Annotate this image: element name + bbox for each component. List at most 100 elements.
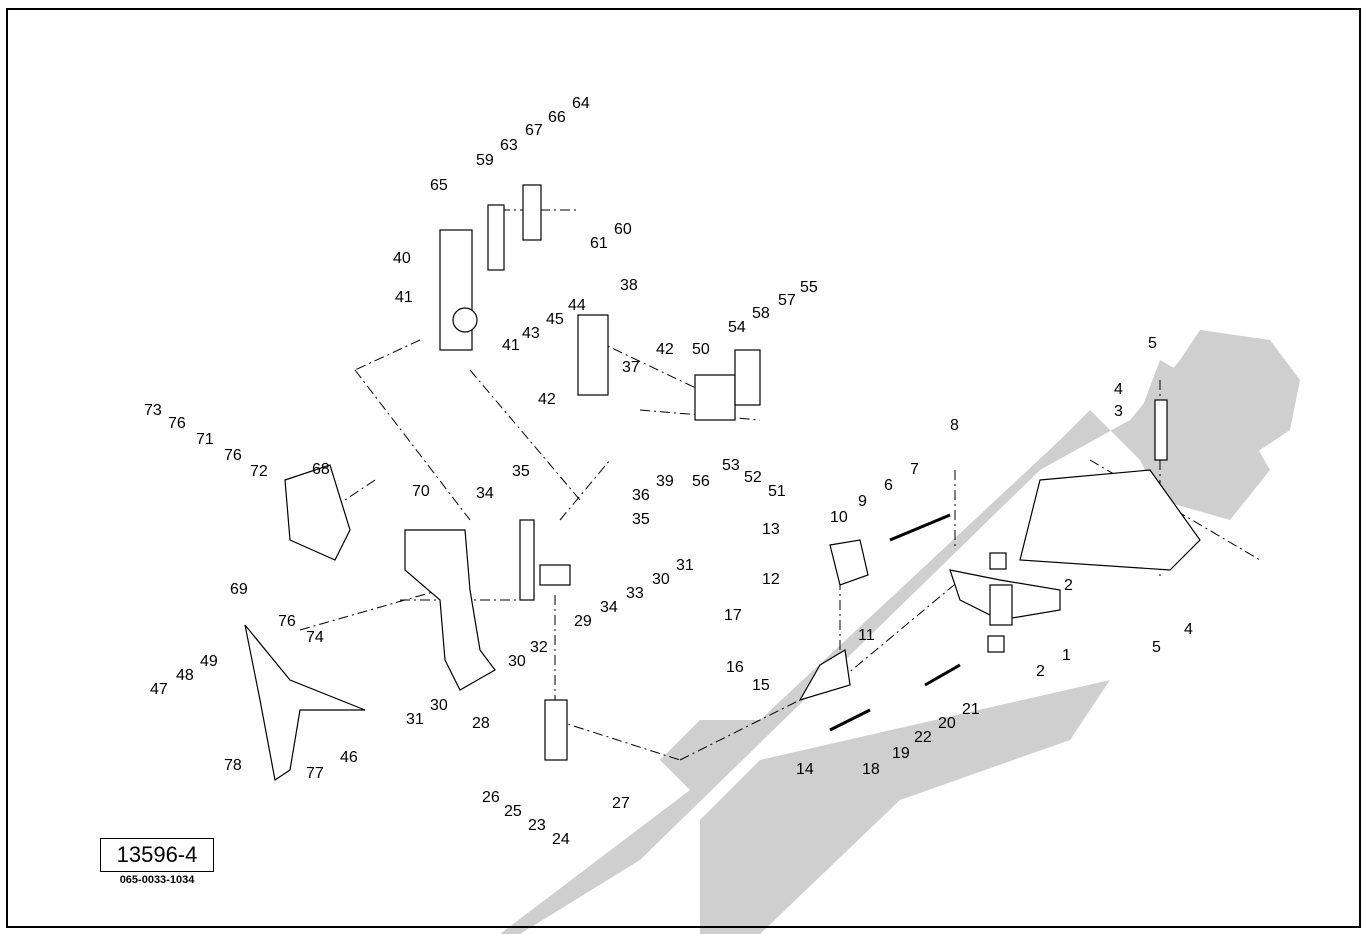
part-label: 33 <box>626 585 644 602</box>
part-label: 4 <box>1184 621 1193 638</box>
part-label: 52 <box>744 469 762 486</box>
part-label: 31 <box>406 711 424 728</box>
part-label: 17 <box>724 607 742 624</box>
part-label: 9 <box>858 493 867 510</box>
part-label: 31 <box>676 557 694 574</box>
part-label: 76 <box>168 415 186 432</box>
part-label: 48 <box>176 667 194 684</box>
part-label: 39 <box>656 473 674 490</box>
part-label: 38 <box>620 277 638 294</box>
part-label: 41 <box>395 289 413 306</box>
part-label: 32 <box>530 639 548 656</box>
part-label: 44 <box>568 297 586 314</box>
part-label: 49 <box>200 653 218 670</box>
part-label: 69 <box>230 581 248 598</box>
figure-reference-box: 13596-4 <box>100 838 214 872</box>
link-32 <box>519 519 535 601</box>
plate-63 <box>522 184 542 241</box>
part-label: 77 <box>306 765 324 782</box>
part-label: 29 <box>574 613 592 630</box>
part-label: 22 <box>914 729 932 746</box>
part-label: 70 <box>412 483 430 500</box>
diagram-border <box>6 8 1361 928</box>
part-label: 3 <box>1114 403 1123 420</box>
part-label: 23 <box>528 817 546 834</box>
part-label: 34 <box>476 485 494 502</box>
part-label: 72 <box>250 463 268 480</box>
clevis-10 <box>829 539 869 586</box>
bushing-2b <box>987 635 1005 653</box>
part-label: 5 <box>1148 335 1157 352</box>
part-labels: 64 66 67 63 59 65 61 60 40 44 45 43 41 4… <box>144 95 1193 848</box>
part-label: 30 <box>508 653 526 670</box>
part-label: 16 <box>726 659 744 676</box>
figure-reference-code: 065-0033-1034 <box>119 874 195 886</box>
rod-6 <box>889 513 951 542</box>
part-label: 76 <box>224 447 242 464</box>
part-label: 27 <box>612 795 630 812</box>
part-label: 60 <box>614 221 632 238</box>
frame-beam <box>1019 469 1201 571</box>
part-label: 6 <box>884 477 893 494</box>
part-label: 4 <box>1114 381 1123 398</box>
part-label: 21 <box>962 701 980 718</box>
lever-14 <box>798 649 851 702</box>
part-label: 45 <box>546 311 564 328</box>
part-label: 14 <box>796 761 814 778</box>
part-label: 54 <box>728 319 746 336</box>
figure-reference-number: 13596-4 <box>116 842 198 867</box>
part-label: 55 <box>800 279 818 296</box>
part-label: 20 <box>938 715 956 732</box>
part-label: 26 <box>482 789 500 806</box>
part-label: 78 <box>224 757 242 774</box>
part-label: 24 <box>552 831 570 848</box>
part-label: 7 <box>910 461 919 478</box>
part-label: 64 <box>572 95 590 112</box>
part-label: 56 <box>692 473 710 490</box>
bolt-21 <box>924 663 961 687</box>
turnbuckle-29 <box>539 564 571 586</box>
part-label: 63 <box>500 137 518 154</box>
plate-59 <box>487 204 505 271</box>
part-label: 5 <box>1152 639 1161 656</box>
part-label: 51 <box>768 483 786 500</box>
leader-lines <box>299 209 1261 761</box>
part-label: 47 <box>150 681 168 698</box>
part-label: 71 <box>196 431 214 448</box>
part-label: 35 <box>632 511 650 528</box>
part-label: 61 <box>590 235 608 252</box>
part-label: 66 <box>548 109 566 126</box>
part-label: 76 <box>278 613 296 630</box>
part-label: 18 <box>862 761 880 778</box>
part-label: 36 <box>632 487 650 504</box>
bracket-50 <box>694 374 736 421</box>
part-label: 68 <box>312 461 330 478</box>
part-label: 40 <box>393 250 411 267</box>
part-label: 1 <box>1062 647 1071 664</box>
part-label: 50 <box>692 341 710 358</box>
part-label: 2 <box>1036 663 1045 680</box>
part-label: 34 <box>600 599 618 616</box>
part-label: 30 <box>652 571 670 588</box>
part-label: 53 <box>722 457 740 474</box>
part-label: 28 <box>472 715 490 732</box>
part-label: 42 <box>656 341 674 358</box>
part-label: 74 <box>306 629 324 646</box>
part-label: 58 <box>752 305 770 322</box>
part-label: 59 <box>476 152 494 169</box>
part-label: 30 <box>430 697 448 714</box>
part-label: 8 <box>950 417 959 434</box>
part-label: 10 <box>830 509 848 526</box>
bushing-1 <box>989 584 1013 626</box>
part-label: 15 <box>752 677 770 694</box>
plate-38 <box>577 314 609 396</box>
part-label: 67 <box>525 122 543 139</box>
part-label: 46 <box>340 749 358 766</box>
pin-3 <box>1154 399 1168 461</box>
part-label: 43 <box>522 325 540 342</box>
boss-40 <box>452 307 478 333</box>
part-label: 35 <box>512 463 530 480</box>
part-label: 73 <box>144 402 162 419</box>
part-label: 37 <box>622 359 640 376</box>
